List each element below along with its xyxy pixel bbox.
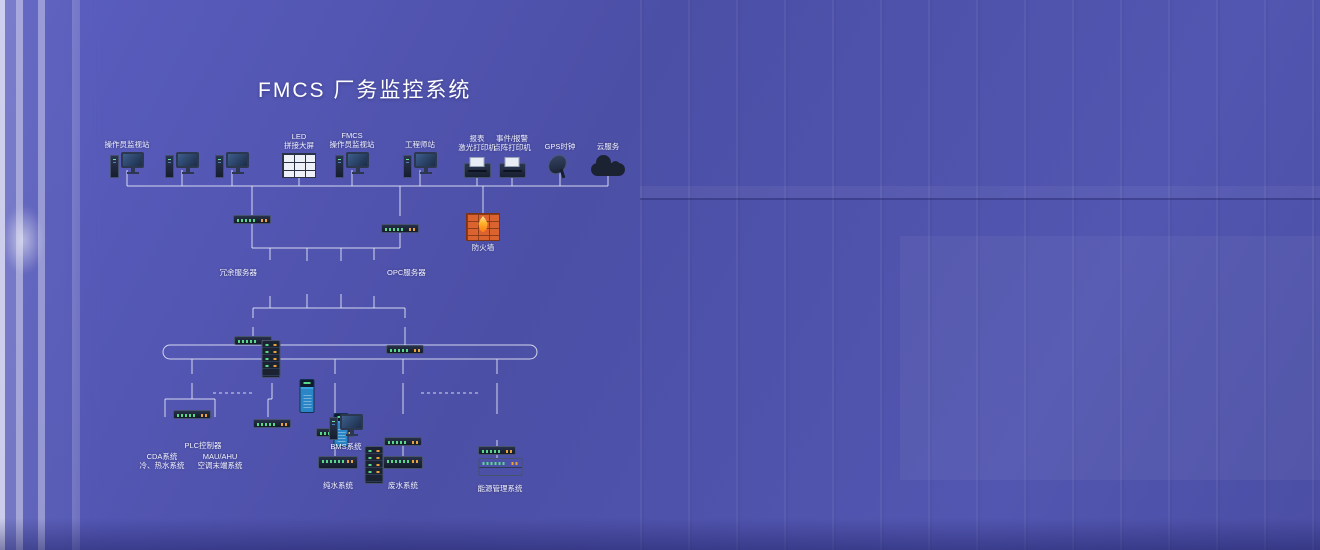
workstation-icon (335, 152, 369, 178)
printer-icon (498, 163, 526, 178)
monitor-icon (121, 152, 144, 168)
led-video-wall: LED 拼接大屏 (264, 126, 334, 178)
energy-management-system: 能源管理系统 (478, 458, 523, 493)
field-switch-4-icon (384, 437, 422, 446)
operator-station-1: 操作员监视站 (92, 126, 162, 178)
core-switch-b-icon (381, 224, 419, 233)
waste-water-system: 废水系统 (383, 456, 423, 490)
workstation-icon (215, 152, 249, 178)
pc-tower-icon (335, 155, 344, 178)
satellite-dish-icon (548, 154, 572, 178)
background-wall-line (640, 198, 1320, 200)
pure-water-system: 纯水系统 (318, 456, 358, 490)
redundant-server-label: 冗余服务器 (219, 268, 258, 277)
bms-workstation: BMS系统 (329, 414, 363, 451)
background-wall-seams (640, 0, 1320, 550)
pure-water-label: 纯水系统 (323, 481, 353, 490)
background-wall-panel (900, 236, 1320, 480)
cloud-service-label: 云服务 (596, 142, 620, 151)
monitor-icon (176, 152, 199, 168)
opc-server-label: OPC服务器 (387, 268, 426, 277)
tower-server-1-icon (299, 379, 315, 413)
background-light-blob (2, 205, 44, 275)
led-wall-label: LED 拼接大屏 (284, 132, 314, 150)
laser-printer: 报表 激光打印机 (449, 126, 505, 178)
gps-clock-label: GPS时钟 (544, 142, 576, 151)
engineer-station: 工程师站 (385, 126, 455, 178)
monitor-icon (226, 152, 249, 168)
printer-icon (463, 163, 491, 178)
core-switch-a-icon (233, 215, 271, 224)
opc-server-icon (364, 446, 384, 484)
io-rack-icon (318, 456, 358, 469)
field-switch-2-icon (253, 419, 291, 428)
workstation-icon (110, 152, 144, 178)
operator-station-2 (147, 126, 217, 178)
cloud-service: 云服务 (583, 126, 633, 178)
field-switch-5-icon (478, 446, 516, 455)
cloud-icon (591, 154, 625, 178)
operator-station-label: 操作员监视站 (104, 140, 150, 149)
monitor-icon (346, 152, 369, 168)
led-wall-icon (282, 153, 316, 178)
waste-water-label: 废水系统 (388, 481, 418, 490)
engineer-station-label: 工程师站 (405, 140, 435, 149)
mau-ahu-label: MAU/AHU 空调末端系统 (197, 452, 243, 470)
energy-mgmt-label: 能源管理系统 (477, 484, 523, 493)
background-wall-band (640, 186, 1320, 198)
io-rack-icon (383, 456, 423, 469)
ring-network (162, 344, 538, 360)
firewall-label: 防火墙 (471, 243, 495, 252)
fmcs-station-label: FMCS 操作员监视站 (329, 131, 375, 149)
pc-tower-icon (110, 155, 119, 178)
server-switch-b-icon (386, 345, 424, 354)
monitor-icon (414, 152, 437, 168)
flame-icon (478, 216, 488, 232)
dot-printer-label: 事件/报警 点阵打印机 (493, 134, 531, 152)
workstation-icon (403, 152, 437, 178)
pc-tower-icon (165, 155, 174, 178)
workstation-icon (329, 414, 363, 440)
dot-matrix-printer: 事件/报警 点阵打印机 (484, 126, 540, 178)
pc-tower-icon (215, 155, 224, 178)
pc-tower-icon (403, 155, 412, 178)
io-rack-icon (478, 458, 522, 476)
monitor-icon (340, 414, 363, 430)
field-switch-1-icon (173, 410, 211, 419)
firewall: 防火墙 (466, 213, 500, 252)
laser-printer-label: 报表 激光打印机 (458, 134, 496, 152)
operator-station-3 (197, 126, 267, 178)
gps-clock: GPS时钟 (535, 126, 585, 178)
pc-tower-icon (329, 417, 338, 440)
plc-controller-label: PLC控制器 (184, 441, 222, 450)
cda-system-label: CDA系统 冷、热水系统 (139, 452, 185, 470)
background-left-stripes (0, 0, 112, 550)
bms-system-label: BMS系统 (330, 442, 362, 451)
workstation-icon (165, 152, 199, 178)
background-bottom-shade (0, 518, 1320, 550)
fmcs-operator-station: FMCS 操作员监视站 (317, 126, 387, 178)
firewall-icon (466, 213, 500, 241)
redundant-server-icon (261, 340, 281, 378)
page-title: FMCS 厂务监控系统 (258, 79, 472, 102)
